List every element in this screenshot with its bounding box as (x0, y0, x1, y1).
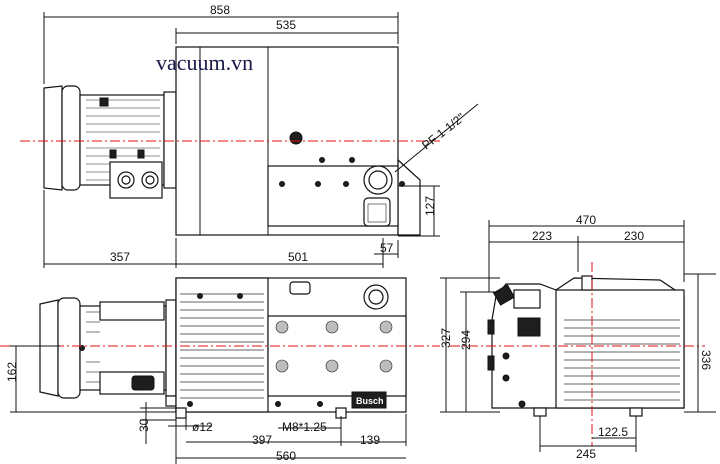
dim-336: 336 (699, 350, 713, 370)
side-view (450, 262, 705, 446)
side-dimensions: 470 223 230 327 294 336 245 122.5 (439, 213, 716, 461)
dim-d12: ø12 (192, 420, 213, 434)
port-label: PF 1-1/2" (419, 110, 467, 152)
dim-327: 327 (439, 328, 453, 348)
dim-162: 162 (5, 362, 19, 382)
watermark: vacuum.vn (156, 50, 253, 75)
dim-122-5: 122.5 (598, 425, 628, 439)
dim-470: 470 (576, 213, 596, 227)
dim-m8: M8*1.25 (282, 420, 327, 434)
front-dimensions: 162 30 ø12 M8*1.25 397 139 560 (5, 345, 407, 464)
dim-560: 560 (276, 449, 296, 463)
dim-139: 139 (360, 433, 380, 447)
dim-858: 858 (210, 3, 230, 17)
front-view: Busch (0, 277, 440, 419)
brand-logo: Busch (356, 396, 384, 406)
dim-223: 223 (532, 229, 552, 243)
dim-57: 57 (380, 241, 394, 255)
dim-230: 230 (624, 229, 644, 243)
dim-127: 127 (423, 196, 437, 216)
dim-30: 30 (137, 418, 151, 432)
dim-357: 357 (110, 250, 130, 264)
dim-245: 245 (576, 447, 596, 461)
dim-397: 397 (252, 433, 272, 447)
dim-535: 535 (276, 18, 296, 32)
top-view (20, 46, 440, 236)
dim-501: 501 (288, 250, 308, 264)
dim-294: 294 (459, 330, 473, 350)
